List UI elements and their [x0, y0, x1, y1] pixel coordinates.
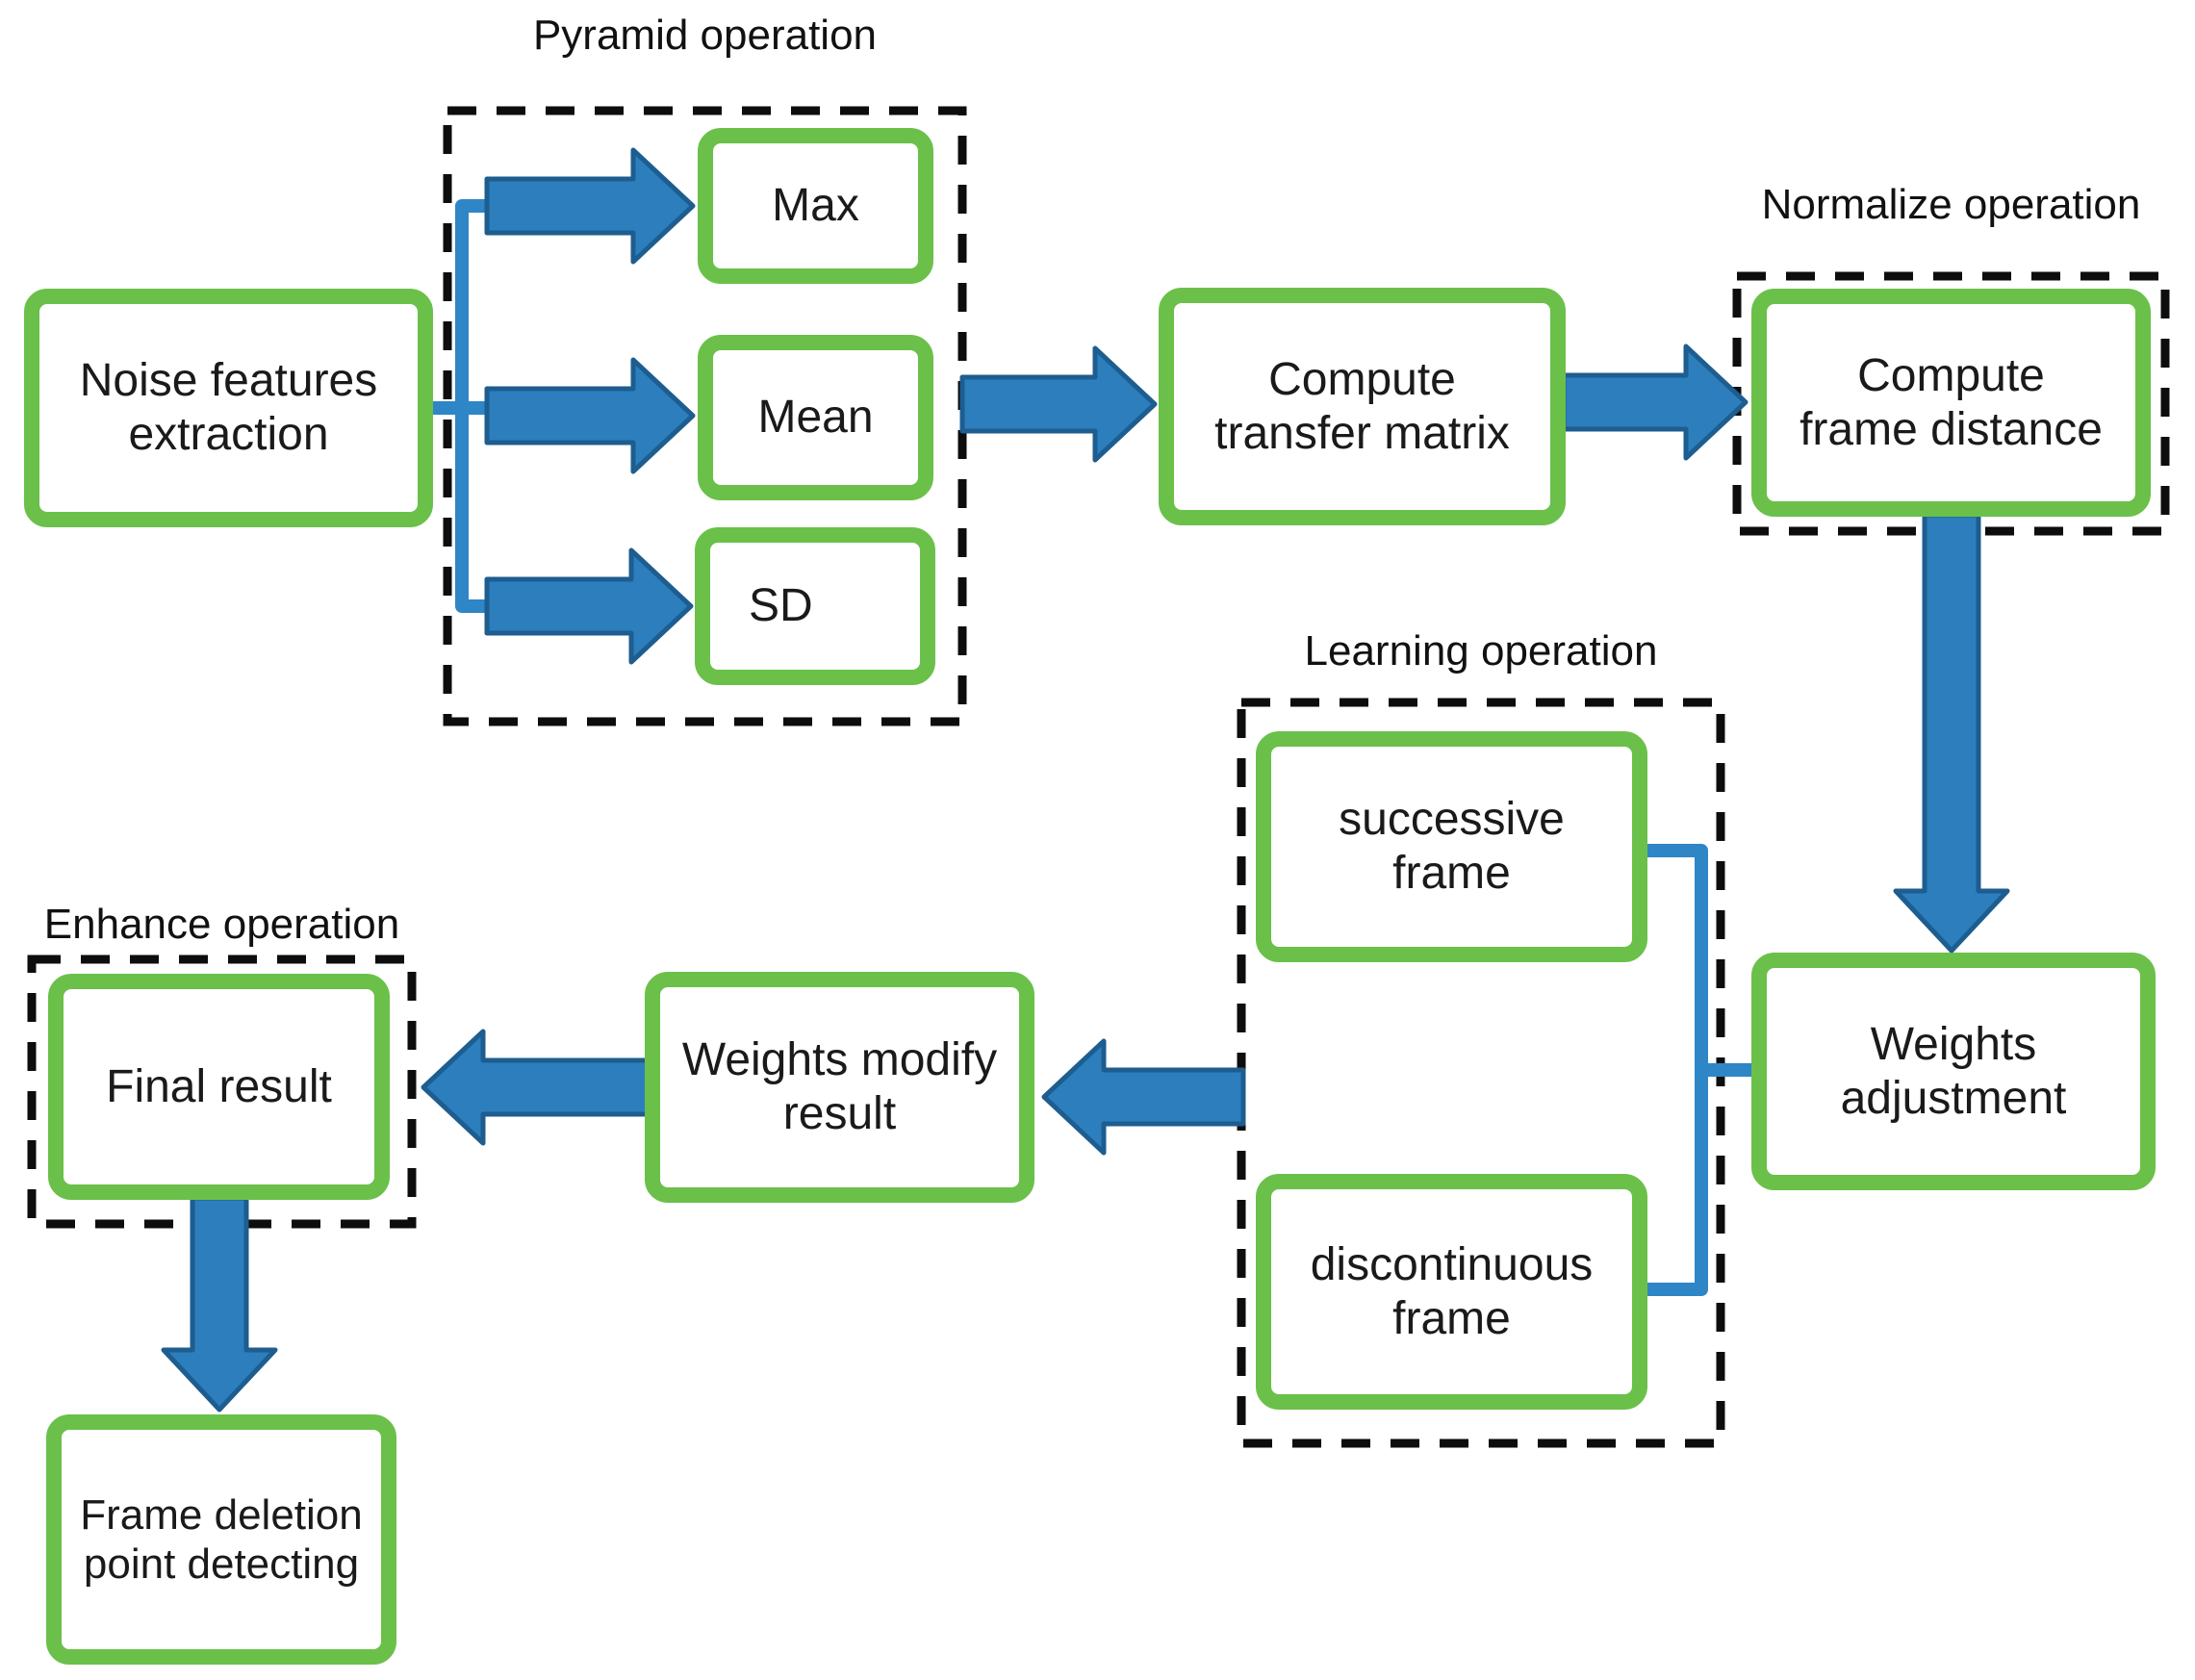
arrow-pyramid-to-transfer-matrix-icon — [959, 345, 1158, 463]
group-label-normalize: Normalize operation — [1761, 181, 2141, 228]
arrow-frame-distance-to-weights-adjustment-icon — [1893, 512, 2010, 954]
group-box-pyramid — [443, 106, 967, 726]
node-max: Max — [698, 128, 933, 284]
node-mean: Mean — [698, 335, 933, 500]
node-compute-transfer-matrix-label: Compute transfer matrix — [1214, 353, 1510, 459]
connector-frames-bracket — [1637, 844, 1708, 1296]
arrow-learning-to-weights-modify-icon — [1041, 1038, 1246, 1156]
group-label-enhance: Enhance operation — [43, 901, 400, 948]
node-sd-label: SD — [749, 580, 813, 632]
node-noise-features-extraction: Noise features extraction — [24, 289, 433, 527]
node-discontinuous-frame: discontinuous frame — [1256, 1174, 1647, 1410]
node-noise-features-extraction-label: Noise features extraction — [79, 355, 378, 460]
node-sd: SD — [695, 527, 935, 685]
arrow-to-mean-icon — [484, 357, 696, 474]
node-weights-adjustment-label: Weights adjustment — [1840, 1018, 2067, 1124]
arrow-to-sd-icon — [484, 547, 694, 665]
node-frame-deletion-point-detecting-label: Frame deletion point detecting — [80, 1490, 363, 1588]
group-label-learning: Learning operation — [1304, 627, 1658, 675]
node-compute-transfer-matrix: Compute transfer matrix — [1159, 288, 1566, 525]
node-compute-frame-distance-label: Compute frame distance — [1799, 349, 2103, 455]
node-final-result-label: Final result — [106, 1060, 332, 1112]
group-label-pyramid: Pyramid operation — [532, 12, 878, 59]
node-final-result: Final result — [48, 974, 390, 1200]
arrow-to-max-icon — [484, 147, 696, 265]
connector-pyramid-branch — [455, 199, 494, 613]
node-successive-frame-label: successive frame — [1339, 794, 1565, 899]
arrow-final-result-to-frame-deletion-icon — [161, 1195, 278, 1413]
node-weights-modify-result: Weights modify result — [645, 972, 1034, 1203]
arrow-weights-modify-to-final-result-icon — [421, 1029, 651, 1146]
node-successive-frame: successive frame — [1256, 731, 1647, 962]
node-discontinuous-frame-label: discontinuous frame — [1310, 1238, 1594, 1344]
arrow-transfer-matrix-to-frame-distance-icon — [1561, 344, 1748, 461]
node-weights-modify-result-label: Weights modify result — [681, 1034, 998, 1139]
node-weights-adjustment: Weights adjustment — [1751, 953, 2156, 1190]
node-compute-frame-distance: Compute frame distance — [1751, 289, 2151, 517]
node-frame-deletion-point-detecting: Frame deletion point detecting — [46, 1414, 396, 1665]
node-mean-label: Mean — [757, 392, 874, 444]
node-max-label: Max — [772, 180, 859, 232]
